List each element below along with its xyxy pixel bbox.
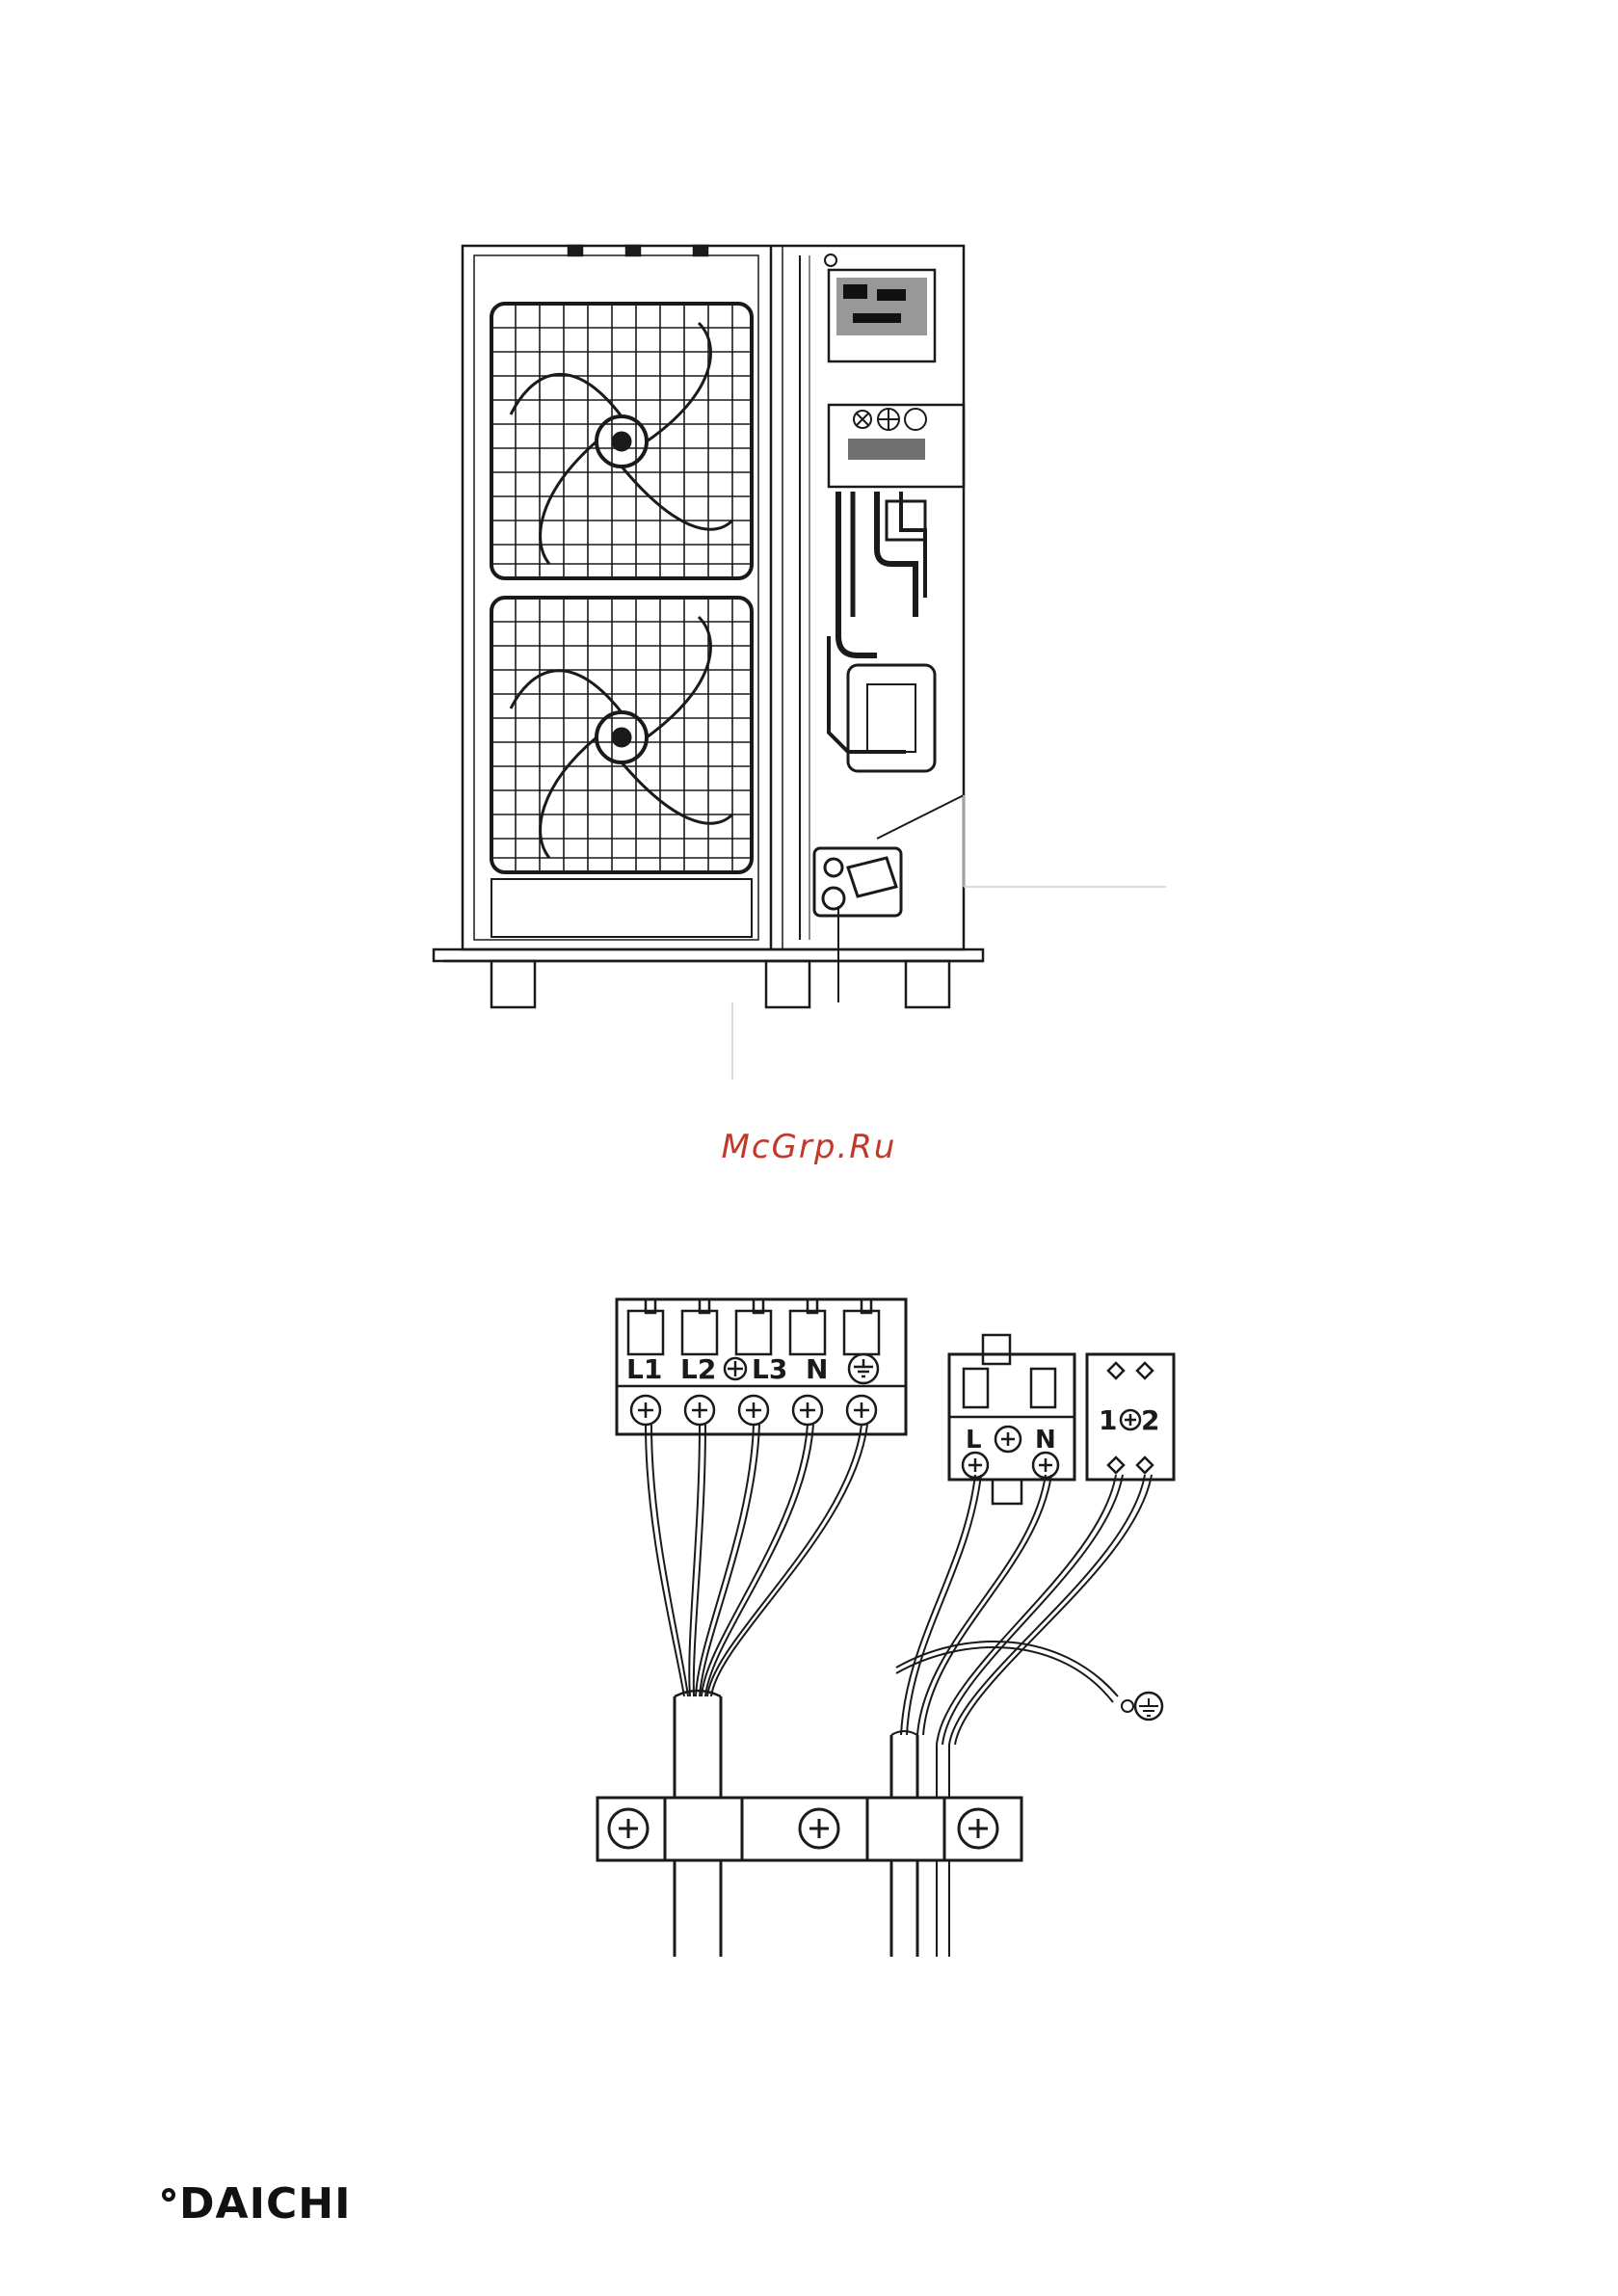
terminal-label-n: N — [806, 1353, 828, 1385]
wiring-diagram: L1 L2 L3 N — [578, 1282, 1253, 1957]
brand-logo: DAICHI — [162, 2180, 351, 2227]
logo-dot-icon — [162, 2188, 175, 2202]
ground-icon — [849, 1354, 878, 1383]
watermark-text: McGrp.Ru — [0, 1128, 1618, 1166]
fan-grille-lower — [491, 598, 752, 872]
terminal-label-l: L — [966, 1426, 982, 1455]
terminal-label-l3: L3 — [752, 1353, 787, 1385]
terminal-label-l1: L1 — [626, 1353, 662, 1385]
power-terminal-labels: L1 L2 L3 N — [626, 1353, 828, 1385]
outdoor-unit-drawing — [424, 231, 1195, 1108]
terminal-label-l2: L2 — [680, 1353, 716, 1385]
fan-grille-upper — [491, 304, 752, 578]
screw-icon — [631, 1396, 876, 1425]
terminal-label-n-single: N — [1035, 1426, 1056, 1455]
compressor — [848, 665, 935, 771]
unit-base — [434, 949, 983, 961]
brand-name: DAICHI — [179, 2179, 351, 2229]
terminal-label-1: 1 — [1099, 1404, 1117, 1436]
terminal-label-2: 2 — [1141, 1404, 1159, 1436]
